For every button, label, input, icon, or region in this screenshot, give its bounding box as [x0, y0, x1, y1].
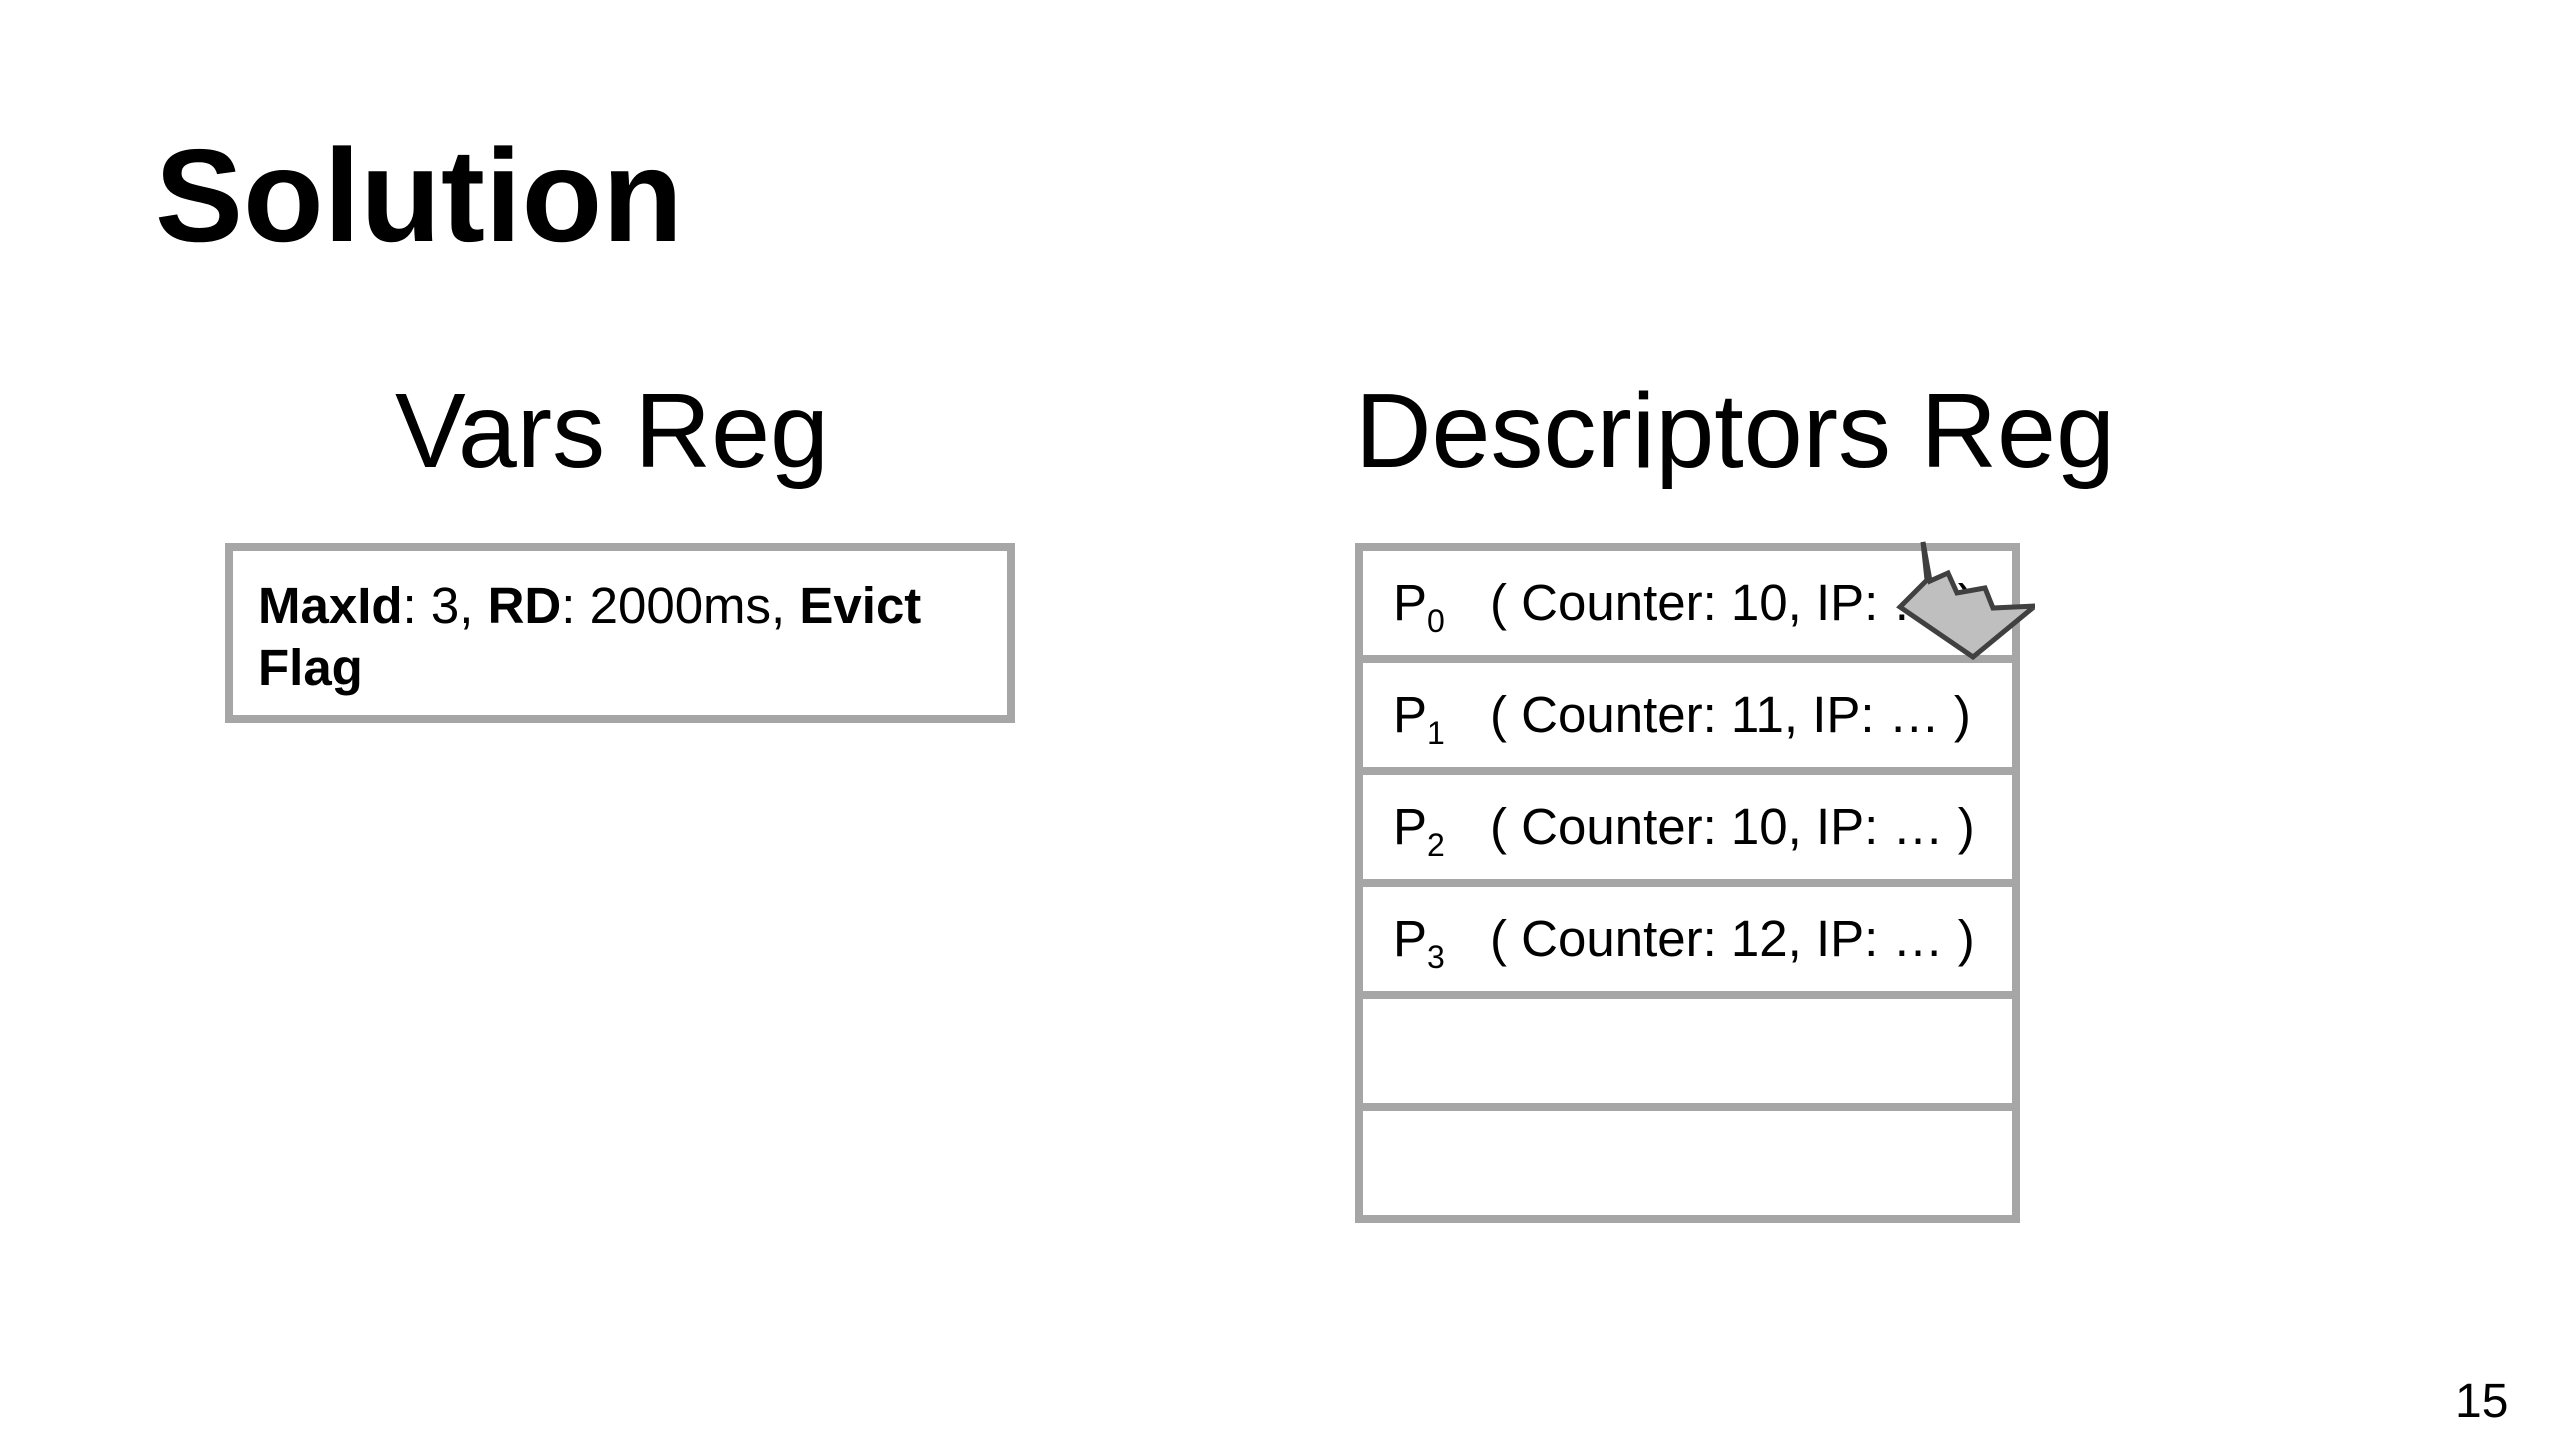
rd-label: RD [487, 577, 562, 634]
evict-flag-label: Evict Flag [258, 577, 922, 696]
maxid-label: MaxId [258, 577, 403, 634]
process-info: ( Counter: 10, IP: … ) [1490, 798, 1975, 855]
process-id: P3 [1393, 910, 1445, 975]
descriptor-row-empty [1363, 1103, 2012, 1223]
descriptor-row-p0: P0 ( Counter: 10, IP: … ) [1363, 543, 2012, 655]
process-id: P2 [1393, 798, 1445, 863]
process-id: P0 [1393, 574, 1445, 639]
descriptor-row-empty [1363, 991, 2012, 1103]
vars-reg-heading: Vars Reg [395, 372, 829, 490]
crown-icon [1896, 541, 2035, 661]
descriptors-reg-heading: Descriptors Reg [1355, 372, 2115, 490]
process-id: P1 [1393, 686, 1445, 751]
vars-reg-box: MaxId: 3, RD: 2000ms, Evict Flag [225, 543, 1015, 723]
slide-title: Solution [155, 122, 683, 269]
process-info: ( Counter: 11, IP: … ) [1490, 686, 1971, 743]
descriptor-row-p3: P3 ( Counter: 12, IP: … ) [1363, 879, 2012, 991]
rd-value: : 2000ms, [561, 577, 800, 634]
descriptor-row-p1: P1 ( Counter: 11, IP: … ) [1363, 655, 2012, 767]
descriptor-row-p2: P2 ( Counter: 10, IP: … ) [1363, 767, 2012, 879]
process-info: ( Counter: 12, IP: … ) [1490, 910, 1975, 967]
page-number: 15 [2455, 1375, 2509, 1428]
process-info: ( Counter: 10, IP: … ) [1490, 574, 1975, 631]
descriptors-reg-table: P0 ( Counter: 10, IP: … ) P1 ( Counter: … [1355, 543, 2020, 1223]
maxid-value: : 3, [402, 577, 488, 634]
